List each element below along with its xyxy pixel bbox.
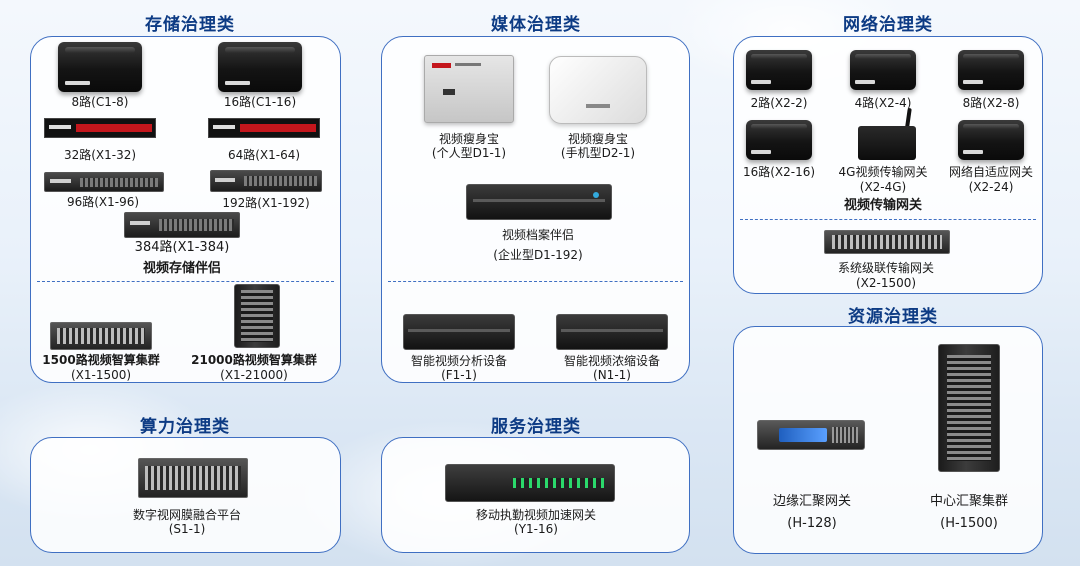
compute-item-label: 数字视网膜融合平台 — [132, 508, 242, 522]
service-item-label: 移动执勤视频加速网关 — [475, 508, 597, 522]
mobile-gateway-device — [445, 464, 615, 502]
gateway-4-device — [850, 50, 916, 90]
service-title: 服务治理类 — [491, 417, 581, 437]
network-title: 网络治理类 — [843, 15, 933, 35]
media-item-label: 视频瘦身宝 — [567, 132, 629, 146]
storage-cluster-label: 21000路视频智算集群 — [191, 353, 317, 367]
nvr-384-device — [124, 212, 240, 238]
network-bottom-code: (X2-1500) — [855, 276, 917, 290]
storage-item-label: 64路(X1-64) — [227, 148, 301, 162]
nvr-96-device — [44, 172, 164, 192]
resource-item-code: (H-1500) — [940, 516, 998, 531]
edge-gateway-device — [757, 420, 865, 450]
analysis-device — [403, 314, 515, 350]
archive-companion-device — [466, 184, 612, 220]
gateway-2-device — [746, 50, 812, 90]
storage-item-label: 384路(X1-384) — [134, 240, 230, 255]
center-cluster-device — [938, 344, 1000, 472]
resource-title: 资源治理类 — [848, 307, 938, 327]
network-item-label: 2路(X2-2) — [750, 96, 808, 110]
media-item-label: 视频瘦身宝 — [438, 132, 500, 146]
storage-item-label: 192路(X1-192) — [222, 196, 310, 210]
storage-item-label: 16路(C1-16) — [223, 95, 297, 109]
cluster-1500-device — [50, 322, 152, 350]
slim-personal-device — [424, 55, 514, 123]
nvr-64-device — [208, 118, 320, 138]
resource-item-code: (H-128) — [787, 516, 837, 531]
network-item-code: (X2-24) — [968, 180, 1014, 194]
media-divider — [388, 281, 683, 282]
storage-group-label: 视频存储伴侣 — [142, 261, 222, 276]
media-title: 媒体治理类 — [491, 15, 581, 35]
slim-mobile-device — [549, 56, 647, 124]
resource-item-label: 边缘汇聚网关 — [772, 494, 852, 509]
media-item-code: (手机型D2-1) — [560, 146, 636, 160]
condense-device — [556, 314, 668, 350]
retina-platform-device — [138, 458, 248, 498]
network-bottom-label: 系统级联传输网关 — [837, 261, 935, 275]
network-divider — [740, 219, 1036, 220]
storage-item-label: 32路(X1-32) — [63, 148, 137, 162]
storage-item-label: 8路(C1-8) — [71, 95, 129, 109]
compute-title: 算力治理类 — [140, 417, 230, 437]
media-bottom-label: 智能视频分析设备 — [410, 354, 508, 368]
storage-cluster-code: (X1-21000) — [220, 368, 288, 382]
network-item-code: (X2-4G) — [859, 180, 907, 194]
gateway-16-device — [746, 120, 812, 160]
media-bottom-code: (F1-1) — [441, 368, 477, 382]
storage-cluster-label: 1500路视频智算集群 — [42, 353, 160, 367]
network-item-label: 16路(X2-16) — [742, 165, 816, 179]
gateway-4g-device — [858, 126, 916, 160]
media-item-label: 视频档案伴侣 — [501, 228, 575, 242]
nvr-32-device — [44, 118, 156, 138]
network-item-label: 4路(X2-4) — [854, 96, 912, 110]
nvr-8-device — [58, 42, 142, 92]
storage-item-label: 96路(X1-96) — [66, 195, 140, 209]
gateway-8-device — [958, 50, 1024, 90]
network-item-label: 8路(X2-8) — [962, 96, 1020, 110]
gateway-adaptive-device — [958, 120, 1024, 160]
cluster-21000-device — [234, 284, 280, 348]
media-bottom-label: 智能视频浓缩设备 — [563, 354, 661, 368]
network-item-label: 网络自适应网关 — [948, 165, 1034, 179]
storage-cluster-code: (X1-1500) — [70, 368, 132, 382]
resource-item-label: 中心汇聚集群 — [929, 494, 1009, 509]
network-group-label: 视频传输网关 — [843, 198, 923, 213]
cascade-gateway-device — [824, 230, 950, 254]
compute-item-code: (S1-1) — [168, 522, 206, 536]
service-item-code: (Y1-16) — [514, 522, 558, 536]
media-bottom-code: (N1-1) — [593, 368, 631, 382]
media-item-code: (企业型D1-192) — [493, 248, 583, 262]
nvr-16-device — [218, 42, 302, 92]
nvr-192-device — [210, 170, 322, 192]
media-item-code: (个人型D1-1) — [431, 146, 507, 160]
storage-divider — [37, 281, 334, 282]
network-item-label: 4G视频传输网关 — [838, 165, 928, 179]
storage-title: 存储治理类 — [145, 15, 235, 35]
